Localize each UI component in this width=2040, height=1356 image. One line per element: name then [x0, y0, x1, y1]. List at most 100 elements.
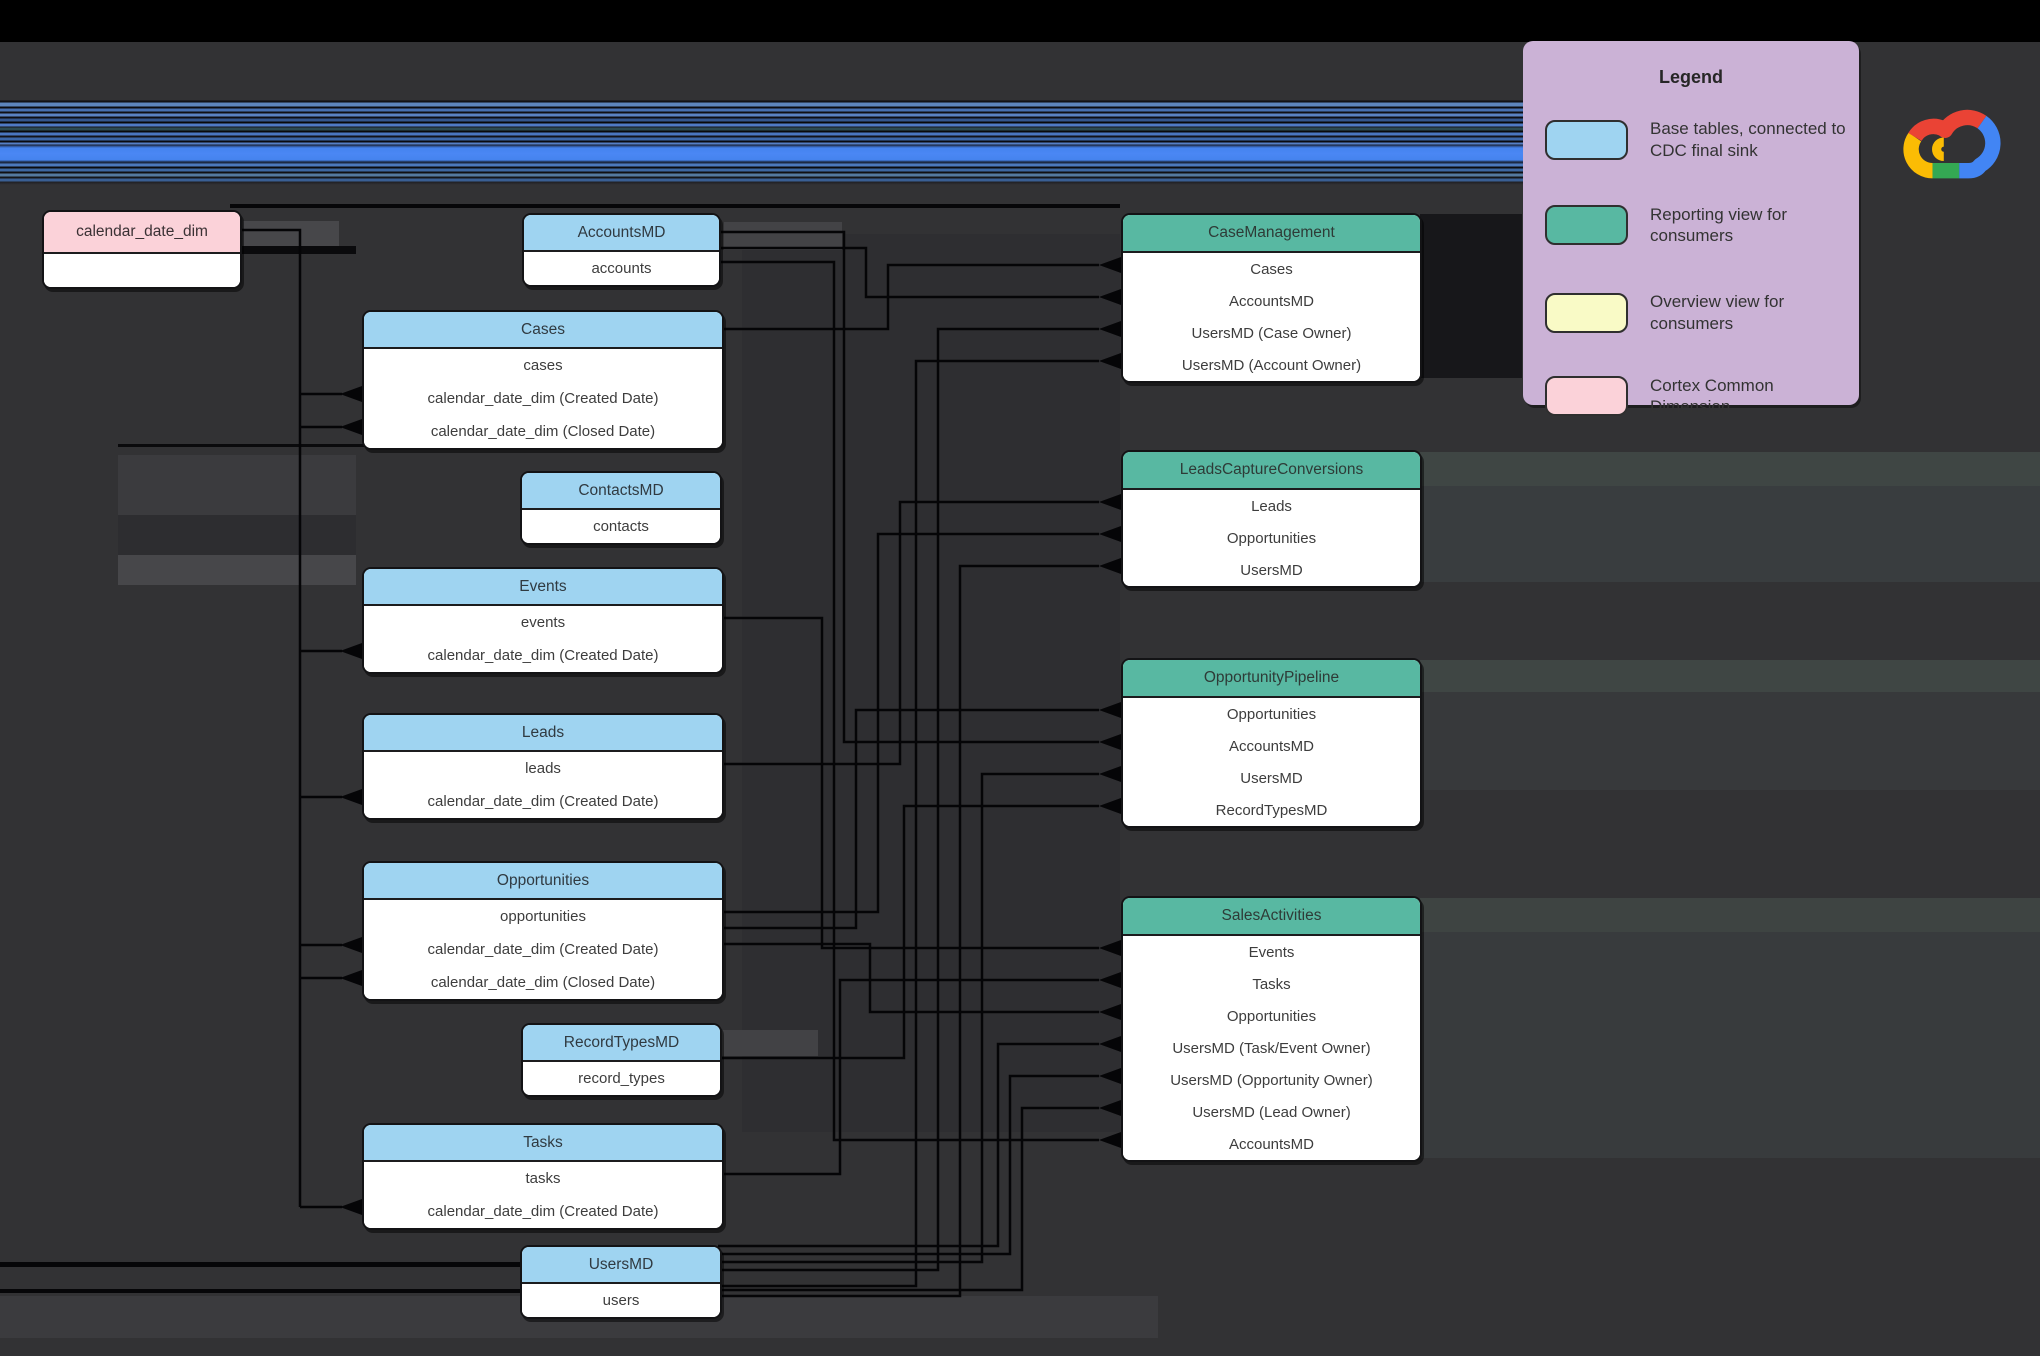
table-header: OpportunityPipeline [1123, 660, 1420, 698]
table-row: UsersMD (Task/Event Owner) [1172, 1039, 1371, 1057]
table-row: tasks [525, 1170, 561, 1187]
table-header: Cases [364, 312, 722, 349]
table-header: CaseManagement [1123, 215, 1420, 253]
table-row: AccountsMD [1228, 1135, 1315, 1153]
glitch-bar [722, 1030, 818, 1056]
table-body: contacts [522, 510, 720, 543]
table-usersmd[interactable]: UsersMD users [520, 1245, 722, 1319]
table-body: opportunities calendar_date_dim (Created … [364, 900, 722, 999]
table-row: calendar_date_dim (Created Date) [427, 941, 659, 958]
table-row: Opportunities [1226, 529, 1317, 547]
glitch-bar [230, 204, 1120, 208]
table-row: RecordTypesMD [1215, 801, 1328, 819]
legend-item-overview-view: Overview view for consumers [1545, 291, 1859, 335]
table-row: UsersMD (Opportunity Owner) [1170, 1071, 1373, 1089]
table-row: calendar_date_dim (Created Date) [427, 647, 659, 664]
legend-swatch-base-tables [1545, 119, 1628, 160]
table-body: tasks calendar_date_dim (Created Date) [364, 1162, 722, 1228]
google-cloud-logo [1903, 109, 2001, 179]
table-header: calendar_date_dim [44, 212, 240, 254]
glitch-bar [1420, 692, 2040, 790]
table-row: leads [525, 760, 561, 777]
glitch-bar [742, 234, 1120, 1132]
legend-swatch-cortex-dimension [1545, 376, 1628, 417]
table-row: UsersMD (Account Owner) [1181, 356, 1362, 374]
table-header: UsersMD [522, 1247, 720, 1284]
table-header: SalesActivities [1123, 898, 1420, 936]
table-row: Tasks [1252, 975, 1291, 993]
table-row: UsersMD (Lead Owner) [1192, 1103, 1351, 1121]
table-row: events [520, 614, 566, 631]
table-row: Events [1248, 943, 1295, 961]
glitch-bar [243, 221, 339, 248]
glitch-bar [0, 1262, 524, 1267]
table-row: accounts [591, 260, 652, 277]
table-opportunities[interactable]: Opportunities opportunities calendar_date_… [362, 861, 724, 1001]
table-calendar_date_dim[interactable]: calendar_date_dim [42, 210, 242, 289]
table-row: calendar_date_dim (Closed Date) [430, 423, 656, 440]
legend-item-cortex-dimension: Cortex Common Dimension [1545, 375, 1859, 419]
legend-label: Reporting view for consumers [1650, 204, 1788, 246]
table-row: UsersMD (Case Owner) [1191, 324, 1352, 342]
table-body: users [522, 1284, 720, 1317]
table-row: AccountsMD [1228, 737, 1315, 755]
table-row: Opportunities [1226, 705, 1317, 723]
table-body: events calendar_date_dim (Created Date) [364, 606, 722, 672]
table-row: AccountsMD [1228, 292, 1315, 310]
table-row: calendar_date_dim (Closed Date) [430, 974, 656, 991]
table-row: record_types [578, 1070, 665, 1087]
table-row: cases [523, 357, 563, 374]
table-row: Leads [1251, 497, 1292, 515]
table-header: Events [364, 569, 722, 606]
glitch-bar [1420, 898, 2040, 932]
table-body: leads calendar_date_dim (Created Date) [364, 752, 722, 818]
legend-item-base-tables: Base tables, connected to CDC final sink [1545, 118, 1859, 162]
table-row: contacts [593, 518, 649, 535]
table-body: cases calendar_date_dim (Created Date) cal… [364, 349, 722, 448]
legend-label: Cortex Common Dimension [1650, 375, 1774, 417]
blue-stripe-band [0, 100, 1523, 185]
glitch-bar [1420, 452, 2040, 486]
table-header: Opportunities [364, 863, 722, 900]
table-accountsmd[interactable]: AccountsMD accounts [522, 213, 721, 287]
table-header: ContactsMD [522, 473, 720, 510]
table-events[interactable]: Events events calendar_date_dim (Created D… [362, 567, 724, 674]
legend-panel[interactable]: Legend Base tables, connected to CDC fin… [1523, 41, 1859, 417]
table-row: calendar_date_dim (Created Date) [427, 1203, 659, 1220]
glitch-bar [118, 515, 356, 555]
table-row: Opportunities [1226, 1007, 1317, 1025]
glitch-bar [118, 555, 356, 585]
table-row: UsersMD [1240, 769, 1303, 787]
table-row: users [602, 1292, 640, 1309]
legend-label: Overview view for consumers [1650, 292, 1785, 333]
table-row [44, 254, 240, 287]
table-header: LeadsCaptureConversions [1123, 452, 1420, 490]
legend-title: Legend [1658, 67, 1723, 87]
legend-swatch-reporting-view [1545, 205, 1628, 246]
glitch-bar [118, 455, 356, 515]
table-row: calendar_date_dim (Created Date) [427, 390, 659, 407]
legend-label: Base tables, connected to CDC final sink [1650, 119, 1846, 160]
table-row: Cases [1250, 260, 1293, 278]
table-header: AccountsMD [524, 215, 719, 252]
table-row: opportunities [500, 908, 586, 925]
table-row: UsersMD [1240, 561, 1303, 579]
table-row: calendar_date_dim (Created Date) [427, 793, 659, 810]
table-contactsmd[interactable]: ContactsMD contacts [520, 471, 722, 545]
table-cases[interactable]: Cases cases calendar_date_dim (Created Dat… [362, 310, 724, 450]
legend-item-reporting-view: Reporting view for consumers [1545, 204, 1859, 248]
table-body: record_types [523, 1062, 720, 1095]
legend-items: Base tables, connected to CDC final sink… [1523, 118, 1859, 418]
